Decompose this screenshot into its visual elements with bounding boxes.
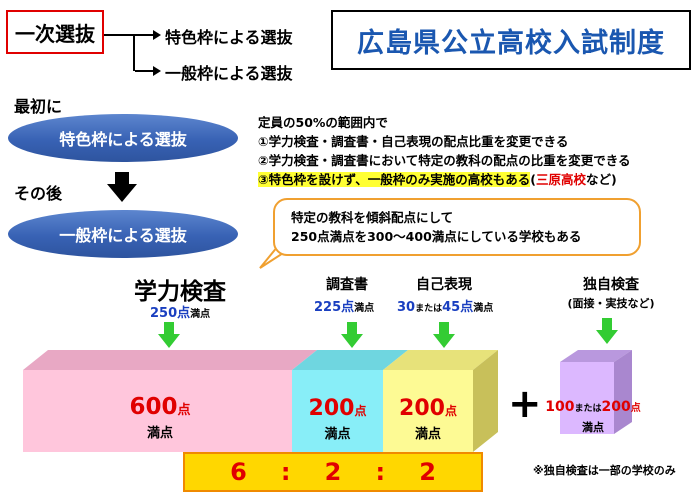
jiko-score-a: 30 [397,300,416,315]
purple-block-top [560,350,632,362]
dokuji-label: 独自検査 [583,277,639,293]
yellow-block-side [473,350,498,452]
flow-first-label: 最初に [14,97,63,116]
page-title: 広島県公立高校入試制度 [357,27,665,59]
branch-label-ippan: 一般枠による選抜 [165,64,293,83]
yellow-block-label: 200点 満点 [383,396,473,442]
gakuryoku-label: 学力検査 [134,279,226,305]
note-line-4-red: 三原高校 [535,172,586,187]
gakuryoku-score: 250点満点 [150,302,210,321]
green-arrow-jiko-icon [433,322,455,348]
chosasho-score-unit: 点 [341,300,355,315]
purple-block-side [614,350,632,434]
gakuryoku-score-full: 満点 [190,309,211,320]
dokuji-sub: (面接・実技など) [567,297,655,310]
branch-arrowhead-1 [153,30,161,40]
flow-step-tokushoku-label: 特色枠による選抜 [59,130,187,149]
note-line-1: 定員の50%の範囲内で [258,115,388,130]
note-line-4-open: ( [530,172,536,187]
jiko-score-unit: 点 [460,300,474,315]
chosasho-score: 225点満点 [314,296,374,315]
purple-block-unit: 点 [630,403,641,414]
green-arrow-gakuryoku-icon [158,322,180,348]
score-blocks-3d [23,350,632,452]
ratio-separator-1: : [280,458,291,486]
callout-line-1: 特定の教科を傾斜配点にして [291,210,454,225]
cyan-block-label: 200点 満点 [292,396,383,442]
purple-block-full: 満点 [582,421,604,434]
branch-label-tokushoku: 特色枠による選抜 [165,28,293,47]
green-arrow-chosasho-icon [341,322,363,348]
cyan-block-unit: 点 [354,404,367,418]
branch-arrow-2 [135,70,155,72]
chosasho-score-value: 225 [314,300,342,315]
cyan-block-value: 200 [308,396,355,421]
note-line-2: ①学力検査・調査書・自己表現の配点比重を変更できる [258,134,569,149]
chosasho-score-full: 満点 [354,303,375,314]
note-line-3: ②学力検査・調査書において特定の教科の配点の比重を変更できる [258,153,631,168]
first-selection-label: 一次選抜 [15,21,95,46]
branch-arrowhead-2 [153,66,161,76]
down-arrow-icon [107,172,137,202]
purple-block-value-a: 100 [545,399,575,415]
flow-step-tokushoku: 特色枠による選抜 [8,114,238,162]
chosasho-label: 調査書 [326,277,368,293]
ratio-value-a: 6 [230,458,247,486]
cyan-block-top [292,350,408,370]
green-arrow-dokuji-icon [596,318,618,344]
pink-block-label: 600点 満点 [100,394,220,441]
ratio-separator-2: : [375,458,386,486]
yellow-block-top [383,350,498,370]
purple-block-front [560,362,614,434]
pink-block-value: 600 [129,394,178,420]
flow-step-ippan-label: 一般枠による選抜 [59,226,187,245]
branch-arrow-1 [135,34,155,36]
gakuryoku-score-value: 250 [150,306,178,321]
jiko-score: 30または45点満点 [397,296,493,315]
purple-block-label: 100または200点 満点 [543,396,643,435]
note-line-4-highlight: ③特色枠を設けず、一般枠のみ実施の高校もある [258,172,531,187]
pink-block-full: 満点 [146,426,173,441]
jiko-score-or: または [415,304,443,314]
cyan-block-full: 満点 [324,427,351,442]
pink-block-front [23,370,292,452]
first-selection-box: 一次選抜 [6,10,104,54]
ratio-value-c: 2 [419,458,436,486]
note-line-4-close: など) [585,172,617,187]
yellow-block-value: 200 [399,396,445,421]
callout-line-2: 250点満点を300～400満点にしている学校もある [291,229,582,244]
ratio-bar: 6 : 2 : 2 [183,452,483,492]
cyan-block-front [292,370,383,452]
branch-connector-horizontal [104,34,134,36]
pink-block-top [23,350,317,370]
jiko-score-full: 満点 [473,303,494,314]
note-line-4: ③特色枠を設けず、一般枠のみ実施の高校もある(三原高校など) [258,170,630,189]
purple-block-or: または [574,404,602,414]
page-title-box: 広島県公立高校入試制度 [331,10,691,70]
notes-block: 定員の50%の範囲内で ①学力検査・調査書・自己表現の配点比重を変更できる ②学… [258,113,630,189]
gakuryoku-score-unit: 点 [177,306,191,321]
branch-connector-vertical [133,34,135,71]
yellow-block-front [383,370,473,452]
callout-box: 特定の教科を傾斜配点にして 250点満点を300～400満点にしている学校もある [273,198,641,256]
yellow-block-full: 満点 [414,427,441,442]
yellow-block-unit: 点 [444,404,457,418]
plus-sign: + [508,381,542,427]
flow-step-ippan: 一般枠による選抜 [8,210,238,258]
jiko-score-b: 45 [442,300,461,315]
purple-block-value-b: 200 [601,399,631,415]
flow-after-label: その後 [14,184,63,203]
ratio-value-b: 2 [324,458,342,486]
footnote: ※独自検査は一部の学校のみ [533,464,676,477]
pink-block-unit: 点 [177,403,191,418]
jiko-label: 自己表現 [416,277,472,293]
